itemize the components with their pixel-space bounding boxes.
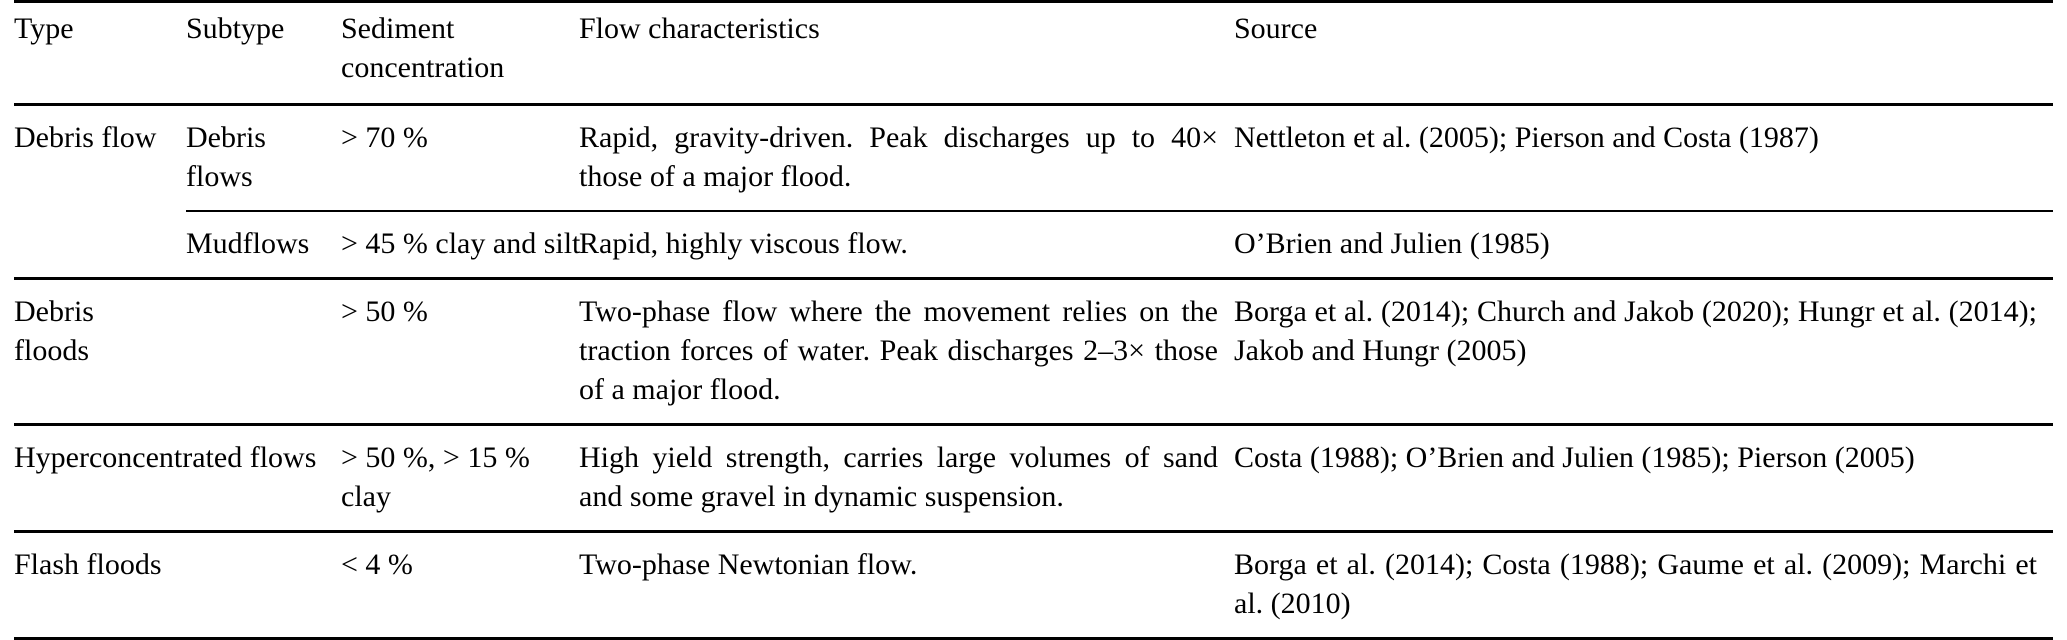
cell-type: [14, 211, 186, 279]
table-row: Debris flow Debris flows > 70 % Rapid, g…: [14, 105, 2053, 212]
cell-source: Nettleton et al. (2005); Pierson and Cos…: [1234, 105, 2053, 212]
cell-sediment: < 4 %: [341, 532, 579, 639]
table-row: Hyperconcentrated flows > 50 %, > 15 % c…: [14, 425, 2053, 532]
header-row: Type Subtype Sediment concentration Flow…: [14, 2, 2053, 105]
cell-flow: Rapid, gravity-driven. Peak discharges u…: [579, 105, 1234, 212]
table-row: Mudflows > 45 % clay and silt Rapid, hig…: [14, 211, 2053, 279]
column-header-flow: Flow characteristics: [579, 2, 1234, 105]
cell-flow: Two-phase flow where the movement relies…: [579, 279, 1234, 425]
cell-type: Debris floods: [14, 279, 186, 425]
table-row: Flash floods < 4 % Two-phase Newtonian f…: [14, 532, 2053, 639]
cell-subtype: [186, 532, 341, 639]
classification-table: Type Subtype Sediment concentration Flow…: [14, 0, 2053, 640]
cell-source: O’Brien and Julien (1985): [1234, 211, 2053, 279]
cell-subtype: [186, 279, 341, 425]
cell-type: Flash floods: [14, 532, 186, 639]
table-row: Debris floods > 50 % Two-phase flow wher…: [14, 279, 2053, 425]
cell-flow: Rapid, highly viscous flow.: [579, 211, 1234, 279]
cell-source: Costa (1988); O’Brien and Julien (1985);…: [1234, 425, 2053, 532]
column-header-subtype: Subtype: [186, 2, 341, 105]
cell-sediment: > 50 %: [341, 279, 579, 425]
column-header-source: Source: [1234, 2, 2053, 105]
cell-sediment: > 70 %: [341, 105, 579, 212]
cell-sediment: > 45 % clay and silt: [341, 211, 579, 279]
cell-subtype: Debris flows: [186, 105, 341, 212]
cell-type: Hyperconcentrated flows: [14, 425, 186, 532]
cell-flow: Two-phase Newtonian flow.: [579, 532, 1234, 639]
cell-sediment: > 50 %, > 15 % clay: [341, 425, 579, 532]
column-header-sediment: Sediment concentration: [341, 2, 579, 105]
cell-source: Borga et al. (2014); Church and Jakob (2…: [1234, 279, 2053, 425]
cell-type: Debris flow: [14, 105, 186, 212]
table-header: Type Subtype Sediment concentration Flow…: [14, 2, 2053, 105]
column-header-type: Type: [14, 2, 186, 105]
cell-subtype: Mudflows: [186, 211, 341, 279]
table-body: Debris flow Debris flows > 70 % Rapid, g…: [14, 105, 2053, 640]
cell-source: Borga et al. (2014); Costa (1988); Gaume…: [1234, 532, 2053, 639]
cell-flow: High yield strength, carries large volum…: [579, 425, 1234, 532]
